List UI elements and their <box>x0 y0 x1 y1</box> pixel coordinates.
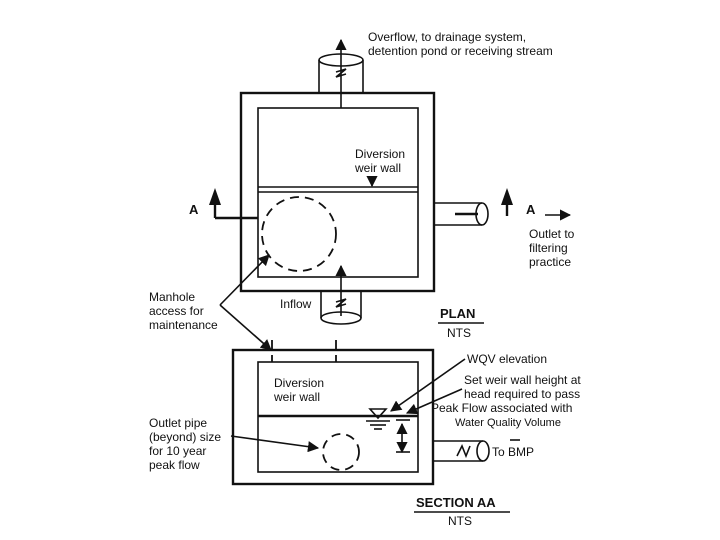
overflow-label-line1: Overflow, to drainage system, <box>368 30 526 44</box>
weir-height-label-line3: Peak Flow associated with <box>431 401 572 415</box>
section-marker-right <box>501 188 572 221</box>
section-marker-left-label: A <box>189 202 199 217</box>
wqv-label: WQV elevation <box>467 352 547 366</box>
manhole-label-line3: maintenance <box>149 318 218 332</box>
plan-diversion-label-line1: Diversion <box>355 147 405 161</box>
section-diversion-label-line2: weir wall <box>273 390 320 404</box>
plan-title: PLAN <box>440 306 475 321</box>
wqv-leader-arrow <box>390 358 466 412</box>
manhole-leader-plan <box>219 254 270 306</box>
weir-height-dimension <box>396 419 410 454</box>
weir-height-label-line2: head required to pass <box>464 387 580 401</box>
overflow-label-line2: detention pond or receiving stream <box>368 44 553 58</box>
outlet-pipe-label-line3: for 10 year <box>149 444 206 458</box>
section-diversion-label-line1: Diversion <box>274 376 324 390</box>
wqv-elevation-symbol <box>366 408 390 430</box>
outlet-label-line2: filtering <box>529 241 568 255</box>
weir-height-label-line4: Water Quality Volume <box>455 417 561 429</box>
section-outer-wall <box>231 348 435 486</box>
plan-diversion-label-line2: weir wall <box>354 161 401 175</box>
to-bmp-label: To BMP <box>492 445 534 459</box>
outlet-pipe-label-line1: Outlet pipe <box>149 416 207 430</box>
manhole-access-circle <box>261 196 337 272</box>
weir-height-leader-arrow <box>405 388 463 415</box>
weir-height-label-line1: Set weir wall height at <box>464 373 581 387</box>
overflow-pipe <box>318 38 364 108</box>
section-title: SECTION AA <box>416 495 496 510</box>
outlet-pipe-label-line4: peak flow <box>149 458 200 472</box>
section-view: WQV elevation Set weir wall height at he… <box>149 340 581 528</box>
outlet-pipe-leader-arrow <box>230 435 320 453</box>
inflow-label: Inflow <box>280 297 312 311</box>
section-marker-right-label: A <box>526 202 536 217</box>
outlet-label-line1: Outlet to <box>529 227 575 241</box>
manhole-label-line1: Manhole <box>149 290 195 304</box>
section-scale: NTS <box>448 514 472 528</box>
manhole-leader-section <box>219 304 272 351</box>
plan-outer-wall <box>239 91 436 293</box>
section-outlet-pipe <box>433 439 520 462</box>
manhole-label-line2: access for <box>149 304 204 318</box>
outlet-label-line3: practice <box>529 255 571 269</box>
outlet-pipe <box>434 202 489 226</box>
section-outlet-pipe-circle <box>322 433 360 471</box>
outlet-pipe-label-line2: (beyond) size <box>149 430 221 444</box>
section-marker-left <box>209 188 258 220</box>
plan-view: Overflow, to drainage system, detention … <box>149 30 575 351</box>
plan-scale: NTS <box>447 326 471 340</box>
inflow-pipe <box>320 264 362 325</box>
